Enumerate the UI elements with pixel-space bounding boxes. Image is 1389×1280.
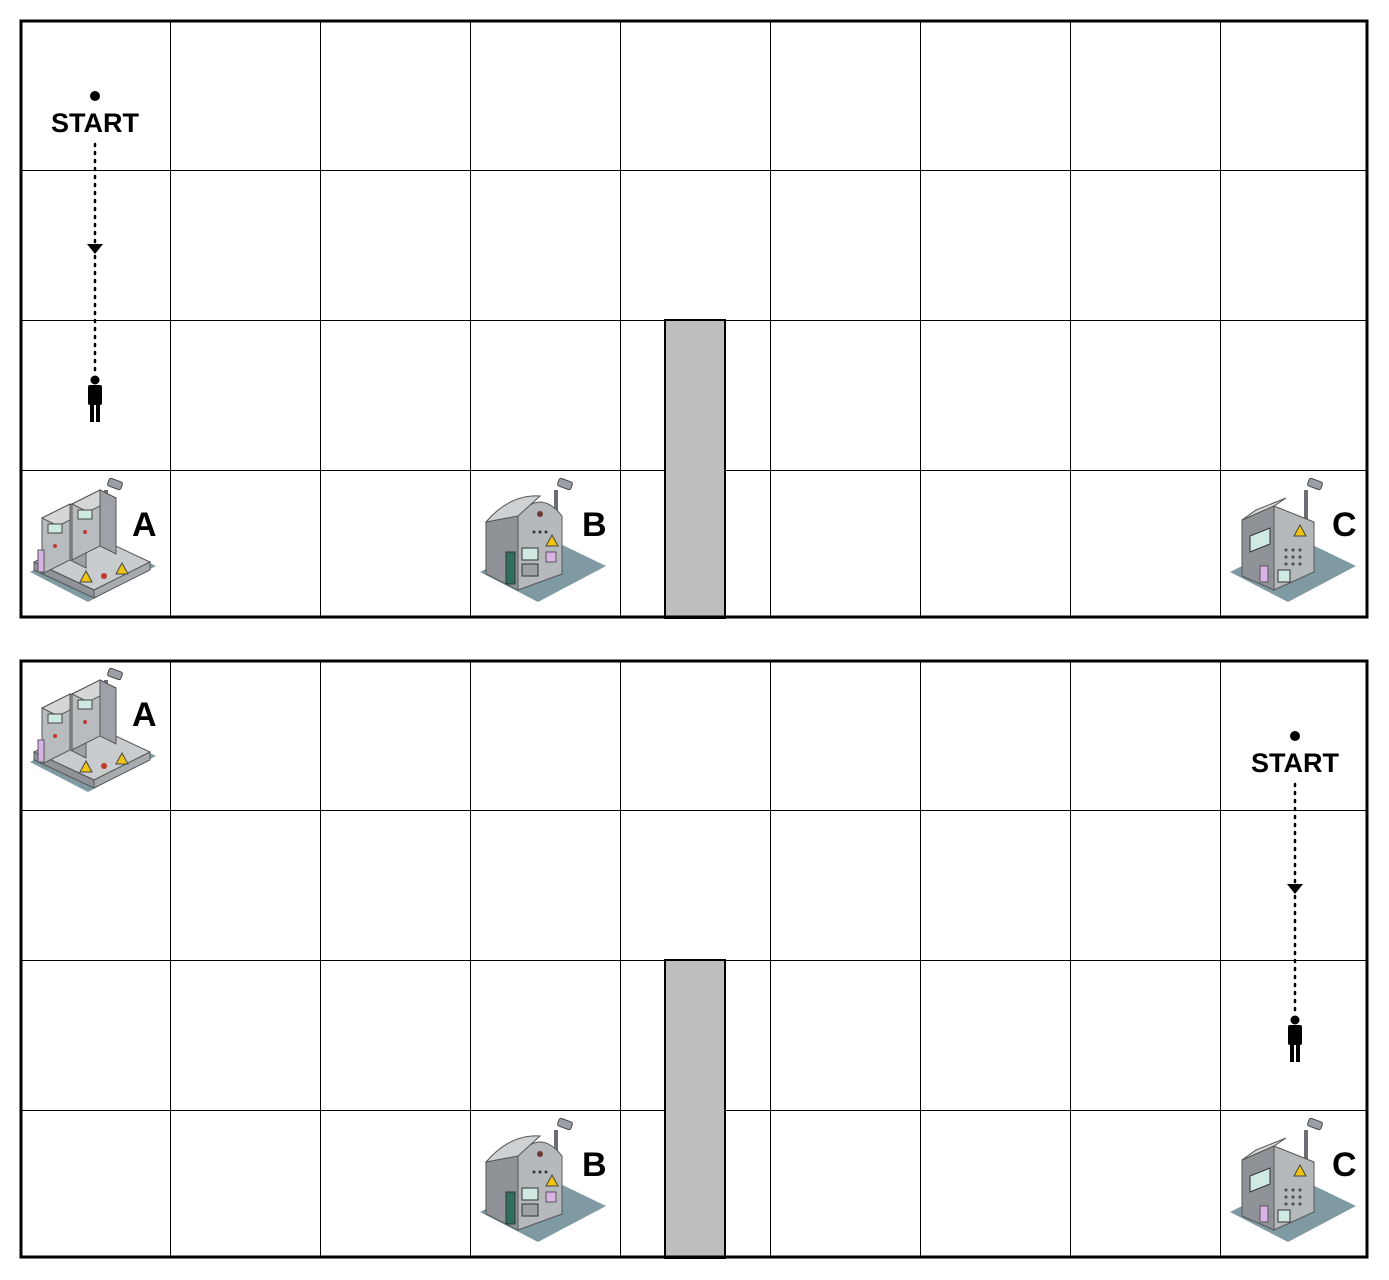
grid-border (19, 19, 1369, 619)
arrow-down-icon (1287, 884, 1303, 894)
machine-label-c: C (1332, 1146, 1357, 1184)
machine-double-cabinet-icon (30, 477, 156, 602)
machine-label-a: A (132, 506, 157, 544)
start-dot (90, 91, 100, 101)
grid-border (19, 659, 1369, 1259)
machine-console-icon (1230, 477, 1356, 602)
machine-label-c: C (1332, 506, 1357, 544)
machine-dome-icon (480, 1117, 606, 1242)
machine-label-b: B (582, 1146, 607, 1184)
grid-panel-bottom: A B C START (19, 659, 1369, 1259)
machine-label-b: B (582, 506, 607, 544)
grid-map-bottom: A B C START (19, 659, 1369, 1259)
machine-label-a: A (132, 696, 157, 734)
start-dot (1290, 731, 1300, 741)
person-icon (1288, 1015, 1302, 1062)
grid-map-top: A B C START (19, 19, 1369, 619)
start-label: START (1251, 748, 1339, 778)
wall-block (664, 959, 726, 1259)
start-label: START (51, 108, 139, 138)
machine-double-cabinet-icon (30, 667, 156, 792)
person-icon (88, 375, 102, 422)
machine-console-icon (1230, 1117, 1356, 1242)
arrow-down-icon (87, 244, 103, 254)
machine-dome-icon (480, 477, 606, 602)
grid-panel-top: A B C START (19, 19, 1369, 619)
wall-block (664, 319, 726, 619)
